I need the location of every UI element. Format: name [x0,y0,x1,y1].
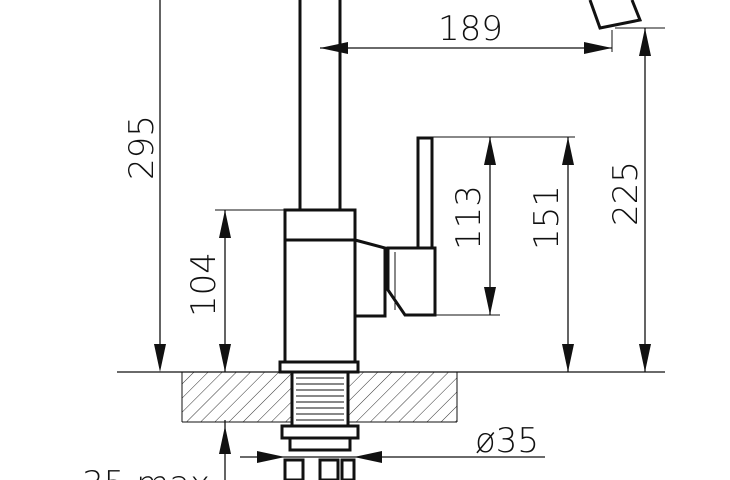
dimension-diameter-35-label: ø35 [475,421,539,461]
dimension-113-label: 113 [449,185,489,250]
dimension-151-label: 151 [527,185,567,250]
dimension-104: 104 [184,209,290,372]
dimension-225-label: 225 [606,161,646,226]
dimension-295: 295 [122,0,166,372]
dimension-104-label: 104 [184,252,224,317]
dimension-diameter-35: ø35 [240,421,545,463]
dimension-295-label: 295 [122,115,162,180]
dimension-113: 113 [435,137,500,316]
dimension-189: 189 [320,9,613,54]
faucet-spout [298,0,643,210]
dimension-35-max: 35 max [82,420,231,480]
dimension-35-max-label: 35 max [82,464,210,480]
dimension-151: 151 [432,136,575,372]
faucet-body [278,208,387,374]
dimension-225: 225 [606,27,665,372]
dimension-189-label: 189 [438,9,503,49]
threaded-shank [280,370,360,480]
faucet-lever-handle [386,136,437,317]
